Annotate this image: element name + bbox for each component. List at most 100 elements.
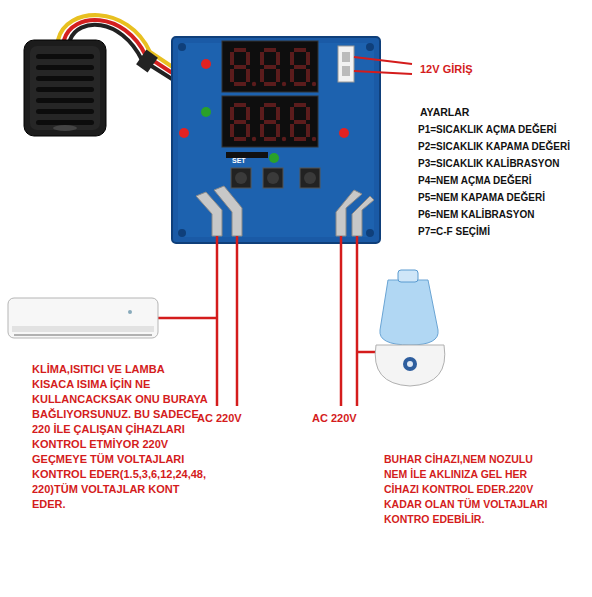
rect-shape [36, 98, 94, 103]
setting-line: P4=NEM AÇMA DEĞERİ [418, 175, 531, 187]
rect-shape [294, 65, 306, 69]
setting-line: P1=SICAKLIK AÇMA DEĞERİ [418, 124, 556, 136]
rect-shape [294, 82, 306, 86]
ellipse-shape [53, 125, 77, 131]
circle-shape [403, 357, 417, 371]
polyline-shape [236, 236, 239, 406]
path-shape [214, 186, 242, 236]
circle-shape [407, 361, 413, 367]
note-text: BUHAR CİHAZI,NEM NOZULU NEM İLE AKLINIZA… [384, 452, 552, 527]
rect-shape [264, 103, 276, 107]
path-shape [380, 280, 438, 345]
setting-line: P5=NEM KAPAMA DEĞERİ [418, 192, 545, 204]
rect-shape [264, 48, 276, 52]
rect-shape [246, 124, 250, 137]
note-text: KLİMA,ISITICI VE LAMBA KISACA ISIMA İÇİN… [32, 362, 208, 512]
rect-shape [8, 298, 158, 338]
circle-shape [179, 128, 189, 138]
circle-shape [269, 153, 279, 163]
rect-shape [306, 107, 310, 120]
circle-shape [267, 172, 279, 184]
rect-shape [246, 52, 250, 65]
circle-shape [366, 43, 374, 51]
rect-shape [300, 168, 320, 188]
g-shape [230, 48, 316, 141]
setting-line: P7=C-F SEÇİMİ [418, 226, 490, 238]
polyline-shape [357, 351, 376, 354]
rect-shape [230, 124, 234, 137]
path-shape [196, 192, 222, 236]
rect-shape [276, 69, 280, 82]
rect-shape [12, 326, 154, 332]
circle-shape [201, 59, 211, 69]
path-shape [352, 196, 374, 236]
rect-shape [306, 52, 310, 65]
rect-shape [30, 46, 100, 130]
rect-shape [222, 41, 318, 92]
g-shape [36, 54, 94, 131]
line-shape [354, 71, 412, 74]
controller-board [172, 37, 380, 243]
humidifier [375, 270, 445, 386]
circle-shape [235, 172, 247, 184]
rect-shape [234, 48, 246, 52]
rect-shape [234, 82, 246, 86]
rect-shape [294, 48, 306, 52]
voltage-label: AC 220V [197, 412, 242, 425]
path-shape [375, 345, 445, 386]
rect-shape [36, 76, 94, 81]
rect-shape [338, 46, 354, 82]
circle-shape [312, 137, 316, 141]
rect-shape [264, 82, 276, 86]
circle-shape [178, 229, 186, 237]
power-wires [354, 57, 412, 74]
polyline-shape [216, 236, 219, 406]
rect-shape [36, 109, 94, 114]
relay-wires [158, 236, 376, 406]
setting-line: P2=SICAKLIK KAPAMA DEĞERİ [418, 141, 570, 153]
polyline-shape [340, 236, 343, 406]
rect-shape [264, 120, 276, 124]
setting-line: P6=NEM KALİBRASYON [418, 209, 534, 221]
rect-shape [290, 52, 294, 65]
circle-shape [312, 82, 316, 86]
rect-shape [260, 124, 264, 137]
circle-shape [252, 82, 256, 86]
setting-line: P3=SICAKLIK KALİBRASYON [418, 158, 559, 170]
rect-shape [290, 124, 294, 137]
rect-shape [36, 65, 94, 70]
rect-shape [230, 107, 234, 120]
rect-shape [306, 69, 310, 82]
rect-shape [246, 107, 250, 120]
rect-shape [234, 103, 246, 107]
rect-shape [231, 168, 251, 188]
rect-shape [342, 66, 350, 76]
circle-shape [201, 107, 211, 117]
rect-shape [294, 120, 306, 124]
rect-shape [230, 52, 234, 65]
humidity-sensor [24, 40, 106, 136]
power-label: 12V GİRİŞ [420, 63, 473, 76]
rect-shape [276, 107, 280, 120]
rect-shape [234, 65, 246, 69]
rect-shape [172, 37, 380, 243]
circle-shape [128, 310, 132, 314]
rect-shape [294, 137, 306, 141]
circle-shape [252, 137, 256, 141]
circle-shape [178, 43, 186, 51]
rect-shape [290, 107, 294, 120]
polyline-shape [158, 317, 217, 320]
rect-shape [246, 69, 250, 82]
rect-shape [294, 103, 306, 107]
voltage-label: AC 220V [312, 412, 357, 425]
rect-shape [24, 40, 106, 136]
line-shape [14, 334, 152, 336]
rect-shape [306, 124, 310, 137]
rect-shape [234, 120, 246, 124]
rect-shape [260, 107, 264, 120]
circle-shape [339, 128, 349, 138]
rect-shape [260, 52, 264, 65]
circle-shape [366, 229, 374, 237]
rect-shape [276, 52, 280, 65]
circle-shape [304, 172, 316, 184]
